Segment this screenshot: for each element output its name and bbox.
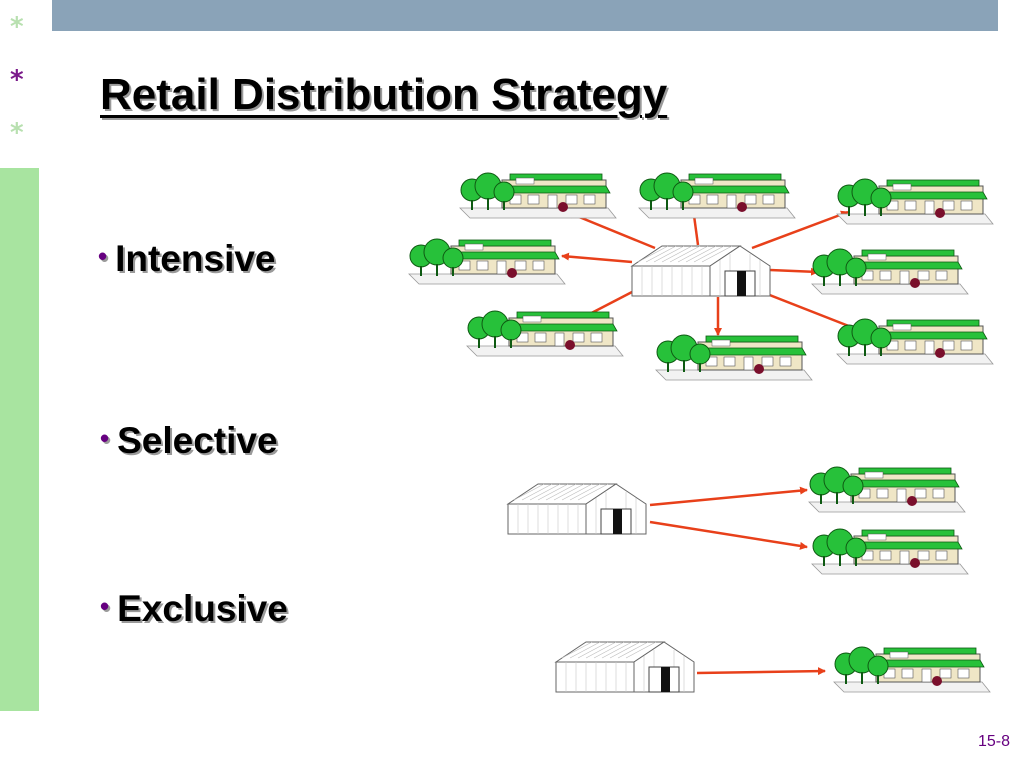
bullet-label: Selective <box>117 420 278 461</box>
distribution-arrow <box>649 486 808 507</box>
bullet-dot-icon: • <box>100 423 110 453</box>
warehouse-icon <box>507 483 647 535</box>
left-accent-bar <box>0 168 39 711</box>
retail-store-icon <box>811 248 969 295</box>
bullet-dot-icon: • <box>98 241 108 271</box>
bullet-label: Exclusive <box>117 588 288 629</box>
star-icon: * <box>10 12 24 42</box>
intensive-diagram <box>408 172 994 381</box>
slide-title: Retail Distribution Strategy <box>100 70 668 119</box>
selective-diagram <box>507 466 969 575</box>
star-icon: * <box>10 65 24 95</box>
retail-store-icon <box>459 172 617 219</box>
retail-store-icon <box>466 310 624 357</box>
retail-store-icon <box>833 646 991 693</box>
warehouse-icon <box>555 641 695 693</box>
bullet-exclusive: •Exclusive <box>100 588 288 630</box>
retail-store-icon <box>638 172 796 219</box>
retail-store-icon <box>408 238 566 285</box>
retail-store-icon <box>836 178 994 225</box>
warehouse-icon <box>631 245 771 297</box>
distribution-arrow <box>769 267 819 276</box>
distribution-arrow <box>561 252 633 264</box>
bullet-label: Intensive <box>115 238 276 279</box>
page-number: 15-8 <box>977 733 1010 750</box>
retail-store-icon <box>836 318 994 365</box>
retail-store-icon <box>811 528 969 575</box>
distribution-arrow <box>751 210 849 250</box>
exclusive-diagram <box>555 641 991 693</box>
bullet-selective: •Selective <box>100 420 278 462</box>
distribution-arrow <box>649 520 808 550</box>
star-icon: * <box>10 118 24 148</box>
bullet-dot-icon: • <box>100 591 110 621</box>
distribution-arrow <box>696 667 826 676</box>
retail-store-icon <box>808 466 966 513</box>
retail-store-icon <box>655 334 813 381</box>
top-header-bar <box>52 0 998 31</box>
bullet-intensive: •Intensive <box>98 238 276 280</box>
